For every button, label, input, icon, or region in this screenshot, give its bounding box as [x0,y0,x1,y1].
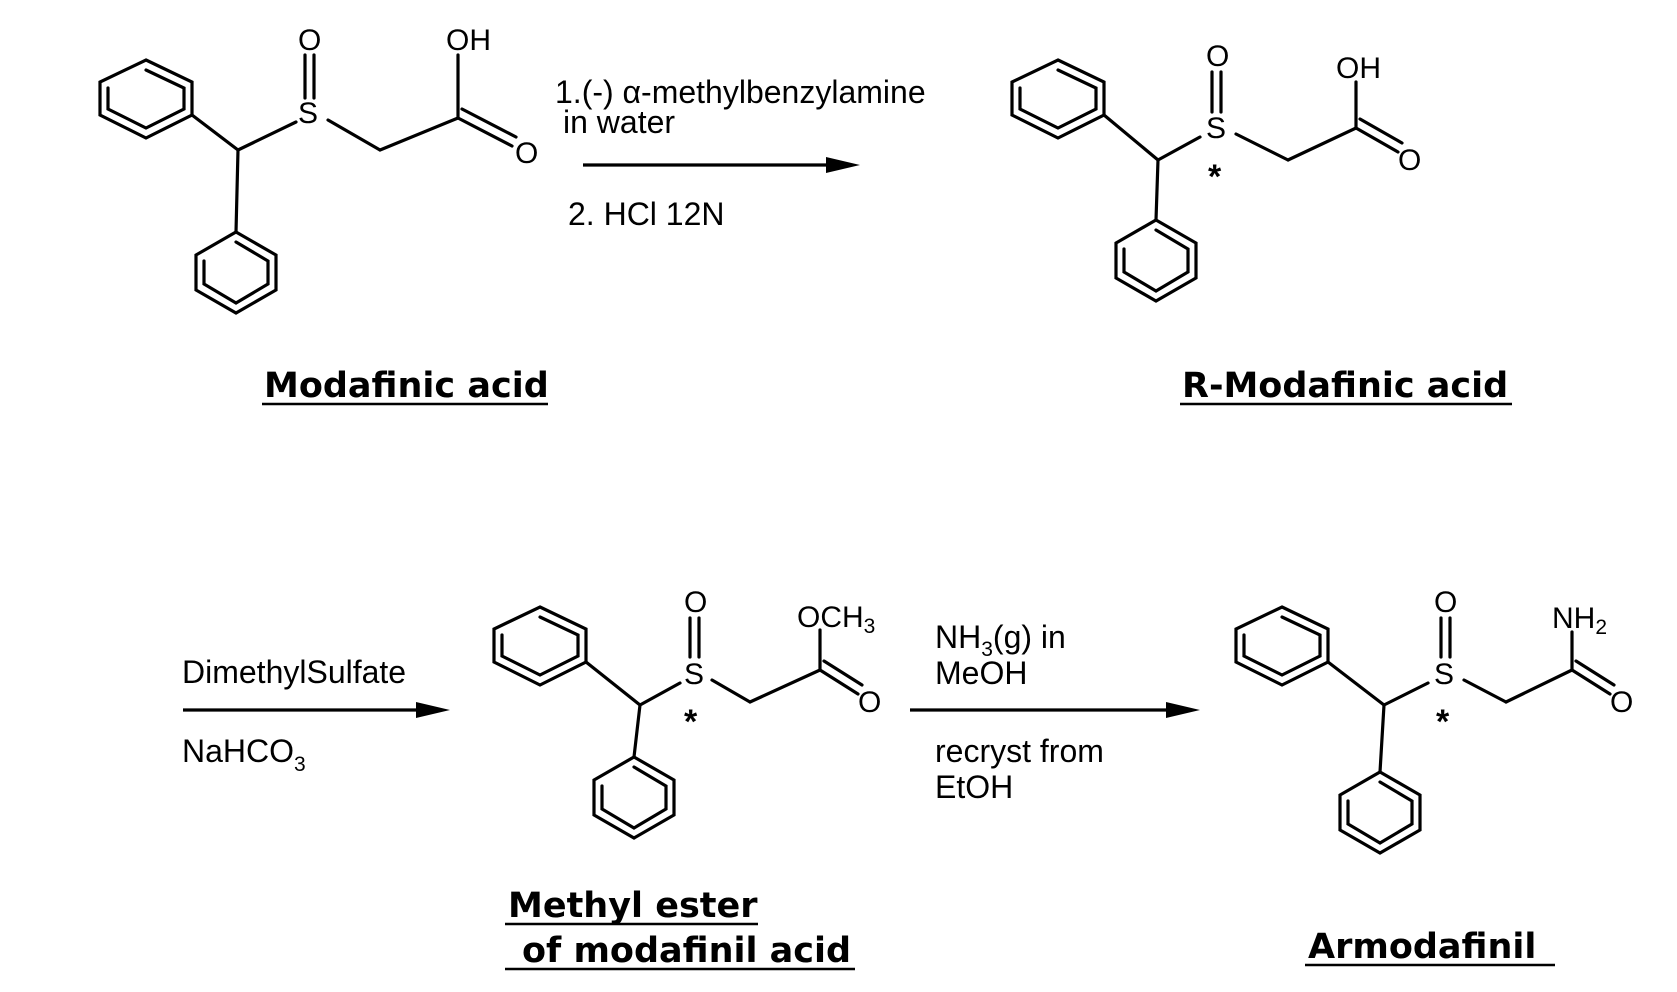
atom-acid-hydroxyl: OH [446,24,491,57]
atom-sulfinyl-oxygen: O [298,24,321,57]
phenyl-ring-lower [592,755,676,840]
condition-step1-line1: 1.(-) α-methylbenzylamine [555,74,926,110]
molecule-armodafinil: S O NH2 O * [1234,586,1633,855]
atom-sulfinyl-oxygen: O [684,586,707,619]
bond-ch-to-ring [632,703,642,759]
atom-ester-methoxy-main: OCH [797,601,864,634]
molecule-modafinic-acid: S O OH O [98,24,538,315]
phenyl-ring-lower-inner [1122,228,1190,293]
atom-carbonyl-oxygen: O [515,137,538,170]
bond-ch2-to-c [1286,126,1358,162]
label-r-modafinic-acid: R-Modafinic acid [1182,366,1508,406]
atom-acid-hydroxyl: OH [1336,52,1381,85]
condition-step1-line2: in water [563,104,675,140]
label-methyl-ester-line2: of modafinil acid [522,931,851,971]
reaction-arrow-1-head [826,157,860,173]
bond-s-to-ch2 [710,678,752,704]
bond-s-to-ch2 [1234,132,1290,162]
atom-carbonyl-oxygen: O [1610,686,1633,719]
bond-ch-to-ring [234,148,240,234]
atom-ester-methoxy: OCH3 [797,601,875,638]
label-armodafinil: Armodafinil [1308,927,1536,967]
reaction-arrow-3-head [1166,702,1200,718]
condition-step3-above1-sub: 3 [981,638,993,661]
atom-amide-nitrogen: NH2 [1552,602,1607,639]
phenyl-ring-upper-inner [500,615,580,677]
phenyl-ring-upper [492,605,588,687]
molecule-r-modafinic-acid: S O OH O * [1010,40,1421,303]
bond-c-o-2 [1574,659,1616,687]
bond-s-to-ch2 [326,118,382,152]
atom-carbonyl-oxygen: O [858,686,881,719]
phenyl-ring-upper-inner [106,68,186,130]
bond-ch-to-s [638,681,682,707]
reaction-step-2: DimethylSulfate NaHCO3 [182,654,450,776]
stereocenter-asterisk: * [684,703,698,741]
phenyl-ring-upper-inner [1242,615,1322,677]
condition-step3-above1-a: NH [935,619,981,655]
phenyl-ring-lower-inner [600,765,668,830]
bond-s-to-ch2 [1462,678,1508,704]
stereocenter-asterisk: * [1436,703,1450,741]
atom-sulfinyl-oxygen: O [1434,586,1457,619]
condition-step2-above: DimethylSulfate [182,654,406,690]
bond-c-o-2 [460,107,518,139]
phenyl-ring-lower [1338,770,1422,855]
bond-ch2-to-c [748,668,822,704]
condition-step2-below-main: NaHCO [182,733,294,769]
bond-ring-to-ch [190,113,240,152]
phenyl-ring-lower [1114,218,1198,303]
condition-step3-above2: MeOH [935,655,1027,691]
atom-sulfinyl-oxygen: O [1206,40,1229,73]
bond-c-o-1 [1354,126,1400,154]
phenyl-ring-lower-inner [1346,780,1414,845]
atom-amide-nitrogen-sub: 2 [1595,616,1607,639]
bond-c-o-1 [818,668,860,696]
phenyl-ring-upper [1234,605,1330,687]
atom-sulfur: S [1434,658,1454,691]
label-methyl-ester-line1: Methyl ester [508,886,758,926]
bond-c-o-1 [456,116,514,148]
condition-step1-line3: 2. HCl 12N [568,196,725,232]
atom-sulfur: S [298,97,318,130]
bond-ring-to-ch [1326,660,1386,707]
phenyl-ring-upper [1010,58,1106,140]
reaction-arrow-2-head [416,702,450,718]
atom-amide-nitrogen-main: NH [1552,602,1595,635]
bond-ch-to-s [1382,681,1430,707]
phenyl-ring-lower [194,230,278,315]
condition-step3-above1: NH3(g) in [935,619,1066,661]
condition-step3-above1-b: (g) in [993,619,1066,655]
bond-ring-to-ch [584,660,642,707]
bond-ch-to-ring [1378,703,1386,774]
bond-ring-to-ch [1102,113,1160,162]
bond-ch2-to-c [378,116,460,152]
atom-carbonyl-oxygen: O [1398,144,1421,177]
bond-ch-to-ring [1154,158,1160,222]
bond-c-o-1 [1570,668,1612,696]
bond-c-o-2 [1358,117,1404,145]
atom-sulfur: S [1206,112,1226,145]
condition-step3-below2: EtOH [935,769,1013,805]
condition-step2-below: NaHCO3 [182,733,306,776]
atom-sulfur: S [684,658,704,691]
label-modafinic-acid: Modafinic acid [264,366,549,406]
bond-ch-to-s [236,120,298,152]
bond-ch-to-s [1156,135,1202,162]
bond-ch2-to-c [1504,668,1574,704]
bond-c-o-2 [822,659,864,687]
phenyl-ring-upper [98,58,194,140]
phenyl-ring-lower-inner [202,240,270,305]
condition-step2-below-sub: 3 [294,753,306,776]
atom-ester-methoxy-sub: 3 [864,615,876,638]
reaction-step-1: 1.(-) α-methylbenzylamine in water 2. HC… [555,74,926,232]
condition-step3-below1: recryst from [935,733,1104,769]
stereocenter-asterisk: * [1208,158,1222,196]
reaction-step-3: NH3(g) in MeOH recryst from EtOH [910,619,1200,805]
molecule-methyl-ester: S O OCH3 O * [492,586,881,840]
phenyl-ring-upper-inner [1018,68,1098,130]
